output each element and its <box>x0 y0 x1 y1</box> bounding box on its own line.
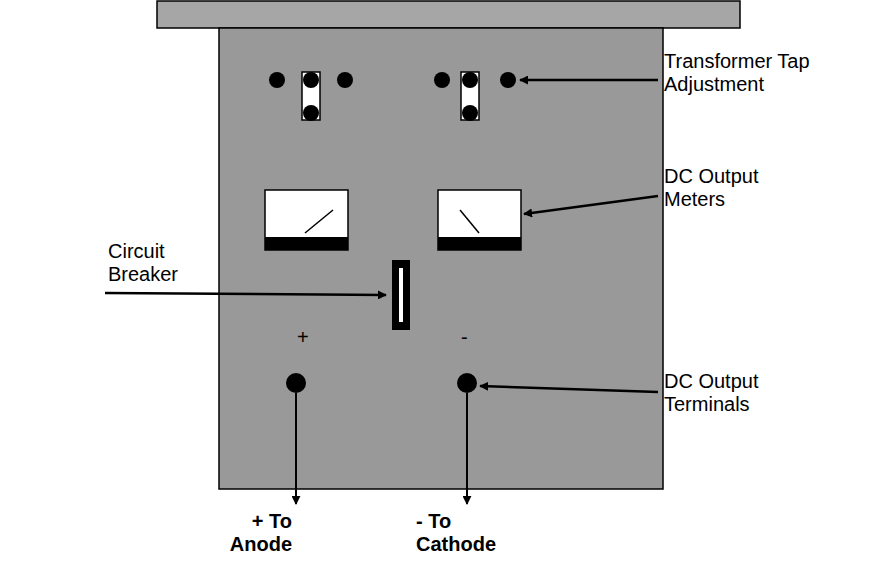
part-label: DC Output Meters <box>664 165 784 211</box>
leader-arrow <box>480 386 658 392</box>
part-label: DC Output Terminals <box>664 370 784 416</box>
lead-label: - To Cathode <box>416 510 511 556</box>
leader-arrow <box>105 293 386 295</box>
leader-arrow <box>520 79 658 82</box>
dc-meter <box>438 190 521 250</box>
circuit-breaker <box>392 260 410 330</box>
output-lead <box>466 393 468 504</box>
polarity-sign: - <box>461 326 481 349</box>
part-label: Circuit Breaker <box>108 240 198 286</box>
tap-adjustment <box>269 72 516 121</box>
panel-body <box>219 28 663 489</box>
part-label: Transformer Tap Adjustment <box>664 50 834 96</box>
output-lead <box>295 393 297 504</box>
terminal <box>286 373 306 393</box>
leader-arrow <box>524 196 658 214</box>
terminal <box>457 373 477 393</box>
lead-label: + To Anode <box>212 510 292 556</box>
polarity-sign: + <box>297 326 317 349</box>
dc-meter <box>265 190 348 250</box>
top-bar <box>157 1 740 28</box>
